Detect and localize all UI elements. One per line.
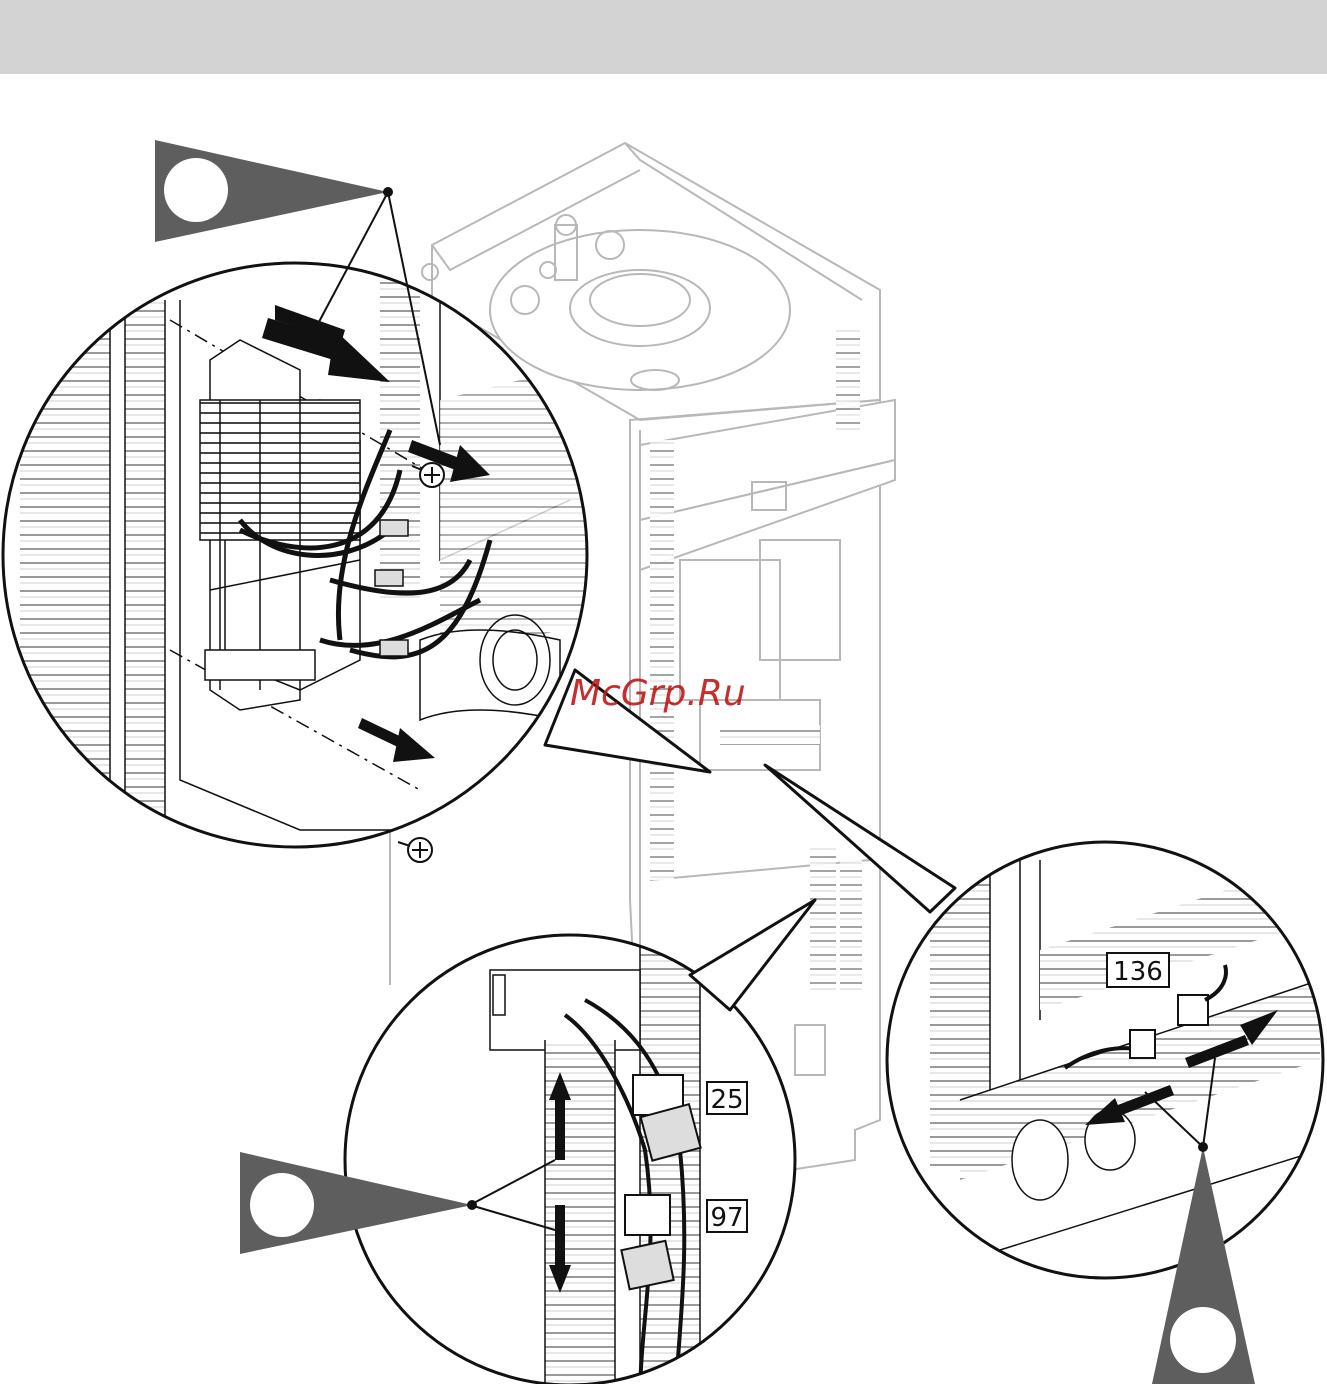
- pointer-triangle-left: [155, 140, 393, 242]
- label-box-c: 136: [1107, 953, 1169, 987]
- svg-text:25: 25: [710, 1085, 743, 1115]
- svg-text:136: 136: [1113, 957, 1163, 987]
- screw-icon: [398, 838, 432, 862]
- watermark-text: McGrp.Ru: [570, 673, 746, 714]
- svg-text:97: 97: [710, 1203, 743, 1233]
- label-box-b: 97: [707, 1200, 747, 1233]
- detail-circle-right: 136: [887, 842, 1323, 1278]
- label-box-a: 25: [707, 1082, 747, 1115]
